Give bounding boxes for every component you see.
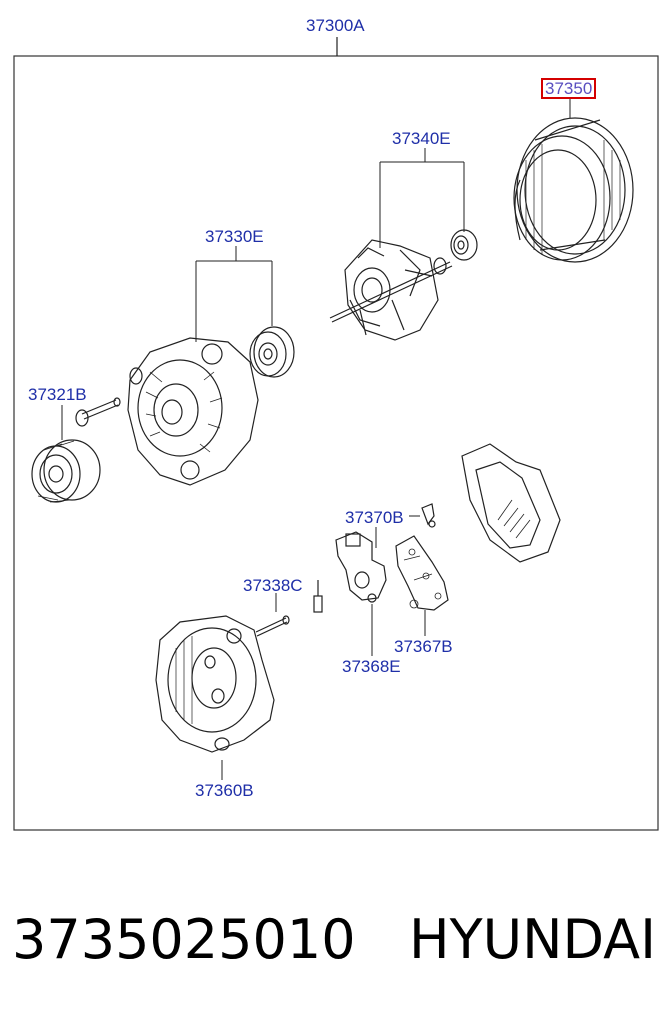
front-bearing-drawing [249,326,295,378]
rear-bracket-drawing [155,615,275,753]
terminal-drawing [421,503,436,528]
stator-drawing [513,117,634,263]
long-bolt-callout: 37338C [243,576,303,595]
front-bracket-callout: 37330E [205,227,264,246]
assembly-callout: 37300A [306,16,365,35]
leader-lines [61,98,571,780]
exploded-parts-diagram [13,37,659,831]
highlighted-part-callout: 37350 [541,78,597,99]
brush-holder-drawing [335,531,387,603]
regulator-callout: 37368E [342,657,401,676]
pulley-bolt-drawing [75,397,121,427]
rear-cover-drawing [461,443,561,563]
part-number: 3735025010 [12,908,356,971]
front-bracket-drawing [127,337,259,486]
brand-name: HYUNDAI [408,908,656,971]
long-bolt-drawing [255,580,323,637]
rotor-drawing [329,239,453,341]
rectifier-callout: 37367B [394,637,453,656]
rotor-callout: 37340E [392,129,451,148]
brush-holder-callout: 37370B [345,508,404,527]
part-caption: 3735025010 HYUNDAI [12,905,662,975]
diagram-frame [13,55,659,831]
rear-bracket-callout: 37360B [195,781,254,800]
bolt-callout: 37321B [28,385,87,404]
rectifier-drawing [395,535,449,611]
pulley-drawing [31,439,101,503]
rotor-bearing-drawing [450,229,478,261]
